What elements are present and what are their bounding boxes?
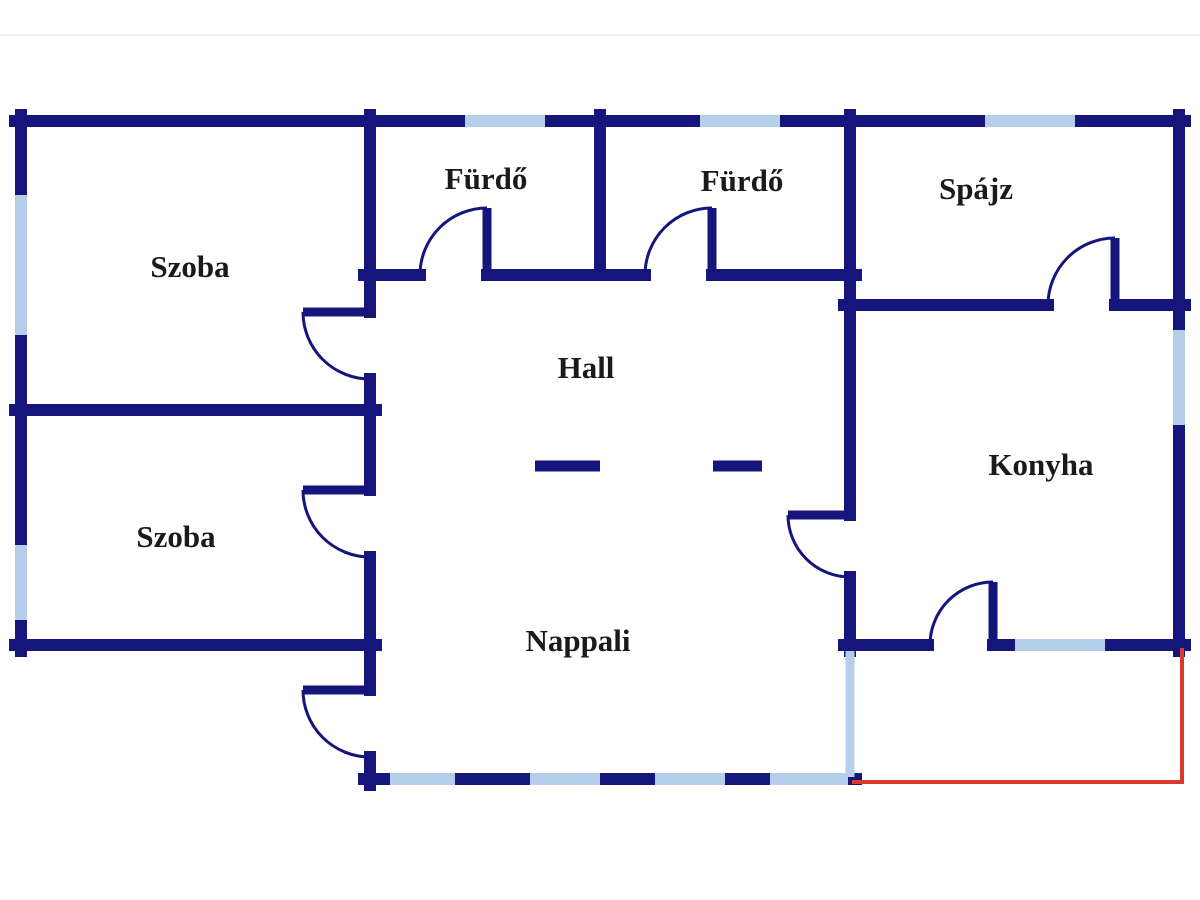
windows [15,115,1185,785]
terrace-outline [852,648,1184,784]
door-arc [643,206,713,276]
door-arc [786,514,851,579]
door-arc [1046,236,1116,306]
room-label-furdo-2: Fürdő [701,163,784,198]
door-arc [301,489,371,559]
room-label-nappali: Nappali [525,623,630,658]
room-labels: Szoba Fürdő Fürdő Spájz Hall Konyha Szob… [136,161,1094,658]
door-arc [301,689,371,759]
room-label-szoba-1: Szoba [150,249,230,284]
room-label-furdo-1: Fürdő [445,161,528,196]
doors [301,206,1120,759]
door-arc [928,580,994,646]
door-arc [418,206,488,276]
room-label-konyha: Konyha [988,447,1094,482]
room-label-spajz: Spájz [939,171,1013,206]
room-label-hall: Hall [558,350,615,385]
door-arc [301,311,371,381]
room-label-szoba-2: Szoba [136,519,216,554]
